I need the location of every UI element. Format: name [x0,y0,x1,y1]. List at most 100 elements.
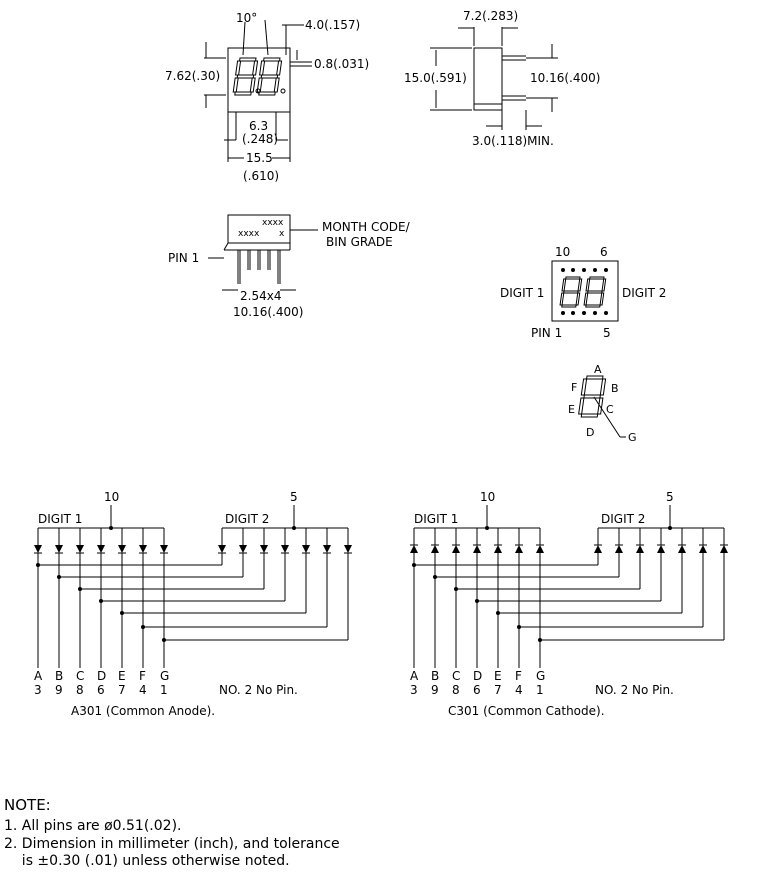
dim-digit-mm: 6.3 [249,119,268,133]
dim-left: 7.62(.30) [165,69,220,83]
pin-number: 9 [431,683,439,697]
seg-e-label: E [568,403,575,416]
seg-g-label: G [628,431,637,444]
diode-symbol [657,545,665,553]
digit2-label: DIGIT 2 [601,512,645,526]
pin-number: 6 [97,683,105,697]
diode-symbol [218,545,226,553]
segment-label: F [139,669,146,683]
diode-symbol [344,545,352,553]
pin-number: 3 [34,683,42,697]
marks-bottom: xxxx [238,229,260,239]
segment-label: G [160,669,169,683]
diode-symbol [410,545,418,553]
pin-number: 1 [160,683,168,697]
note-line-1: 1. All pins are ø0.51(.02). [4,818,182,834]
diode-symbol [139,545,147,553]
pin-number: 8 [452,683,460,697]
note-line-3: is ±0.30 (.01) unless otherwise noted. [4,853,290,869]
pin1-label: PIN 1 [168,251,199,265]
seg-f-label: F [571,381,577,394]
marks-x: x [279,229,285,239]
pin6-label: 6 [600,245,608,259]
bin-grade-label: BIN GRADE [326,235,393,249]
segment-label: F [515,669,522,683]
diode-symbol [260,545,268,553]
segment-label: E [494,669,502,683]
segment-label: D [97,669,106,683]
digit2-label: DIGIT 2 [225,512,269,526]
segment-label: A [34,669,43,683]
diode-symbol [473,545,481,553]
bottom-view: xxxx xxxx x MONTH CODE/ BIN GRADE PIN 1 … [168,214,411,319]
bottom-view-pins [237,250,281,284]
segment-label: B [431,669,439,683]
digit2-label: DIGIT 2 [622,286,666,300]
seg-a-label: A [594,363,602,376]
pin10-label: 10 [555,245,570,259]
top-view: 10° 4.0(.157) 7.62(.30) 0.8(.031) 6.3 (.… [165,11,369,183]
segment-map: A B C D E F G [568,363,637,444]
pin-number: 9 [55,683,63,697]
dim-height: 15.0(.591) [404,71,467,85]
side-view-body [473,47,503,111]
pin-number: 3 [410,683,418,697]
dim-depth: 7.2(.283) [463,9,518,23]
diode-symbol [536,545,544,553]
diode-symbol [34,545,42,553]
pin-number: 6 [473,683,481,697]
common-pin-digit2: 5 [290,490,298,504]
angle-label: 10° [236,11,257,25]
pin-number: 4 [515,683,523,697]
segment-label: C [76,669,84,683]
dim-width-mm: 15.5 [246,151,273,165]
pin1-label-pinview: PIN 1 [531,326,562,340]
diode-symbol [76,545,84,553]
pin-dots-top [561,268,608,272]
diode-symbol [323,545,331,553]
pitch-label: 2.54x4 [240,289,281,303]
pin5-label: 5 [603,326,611,340]
diode-symbol [720,545,728,553]
seg-d-label: D [586,426,594,439]
segment-label: E [118,669,126,683]
pin-dots-bottom [561,311,608,315]
dim-digit-in: (.248) [242,132,278,146]
note-title: NOTE: [4,796,51,814]
digit1-label: DIGIT 1 [500,286,544,300]
segment-label: A [410,669,419,683]
bottom-view-body [227,214,291,244]
common-pin-digit1: 10 [480,490,495,504]
dim-pin-length: 3.0(.118)MIN. [472,134,554,148]
digit1-label: DIGIT 1 [414,512,458,526]
diode-symbol [636,545,644,553]
diode-symbol [594,545,602,553]
no-pin-note: NO. 2 No Pin. [219,683,298,697]
diode-symbol [118,545,126,553]
common-pin-digit2: 5 [666,490,674,504]
pin-view-body [551,260,619,322]
dim-pin-spacing: 10.16(.400) [530,71,600,85]
segment-label: B [55,669,63,683]
digit1-label: DIGIT 1 [38,512,82,526]
diode-symbol [678,545,686,553]
pin-number: 4 [139,683,147,697]
seg-b-label: B [611,382,619,395]
diode-symbol [97,545,105,553]
pitch-total-label: 10.16(.400) [233,305,303,319]
seg-c-label: C [606,403,614,416]
dim-segment: 0.8(.031) [314,57,369,71]
schematic-caption: A301 (Common Anode). [71,704,215,718]
diode-symbol [494,545,502,553]
top-view-body [227,47,291,113]
pin-number: 1 [536,683,544,697]
diode-symbol [281,545,289,553]
side-view: 7.2(.283) 15.0(.591) 10.16(.400) 3.0(.11… [404,9,600,148]
diode-symbol [160,545,168,553]
pin-number: 7 [118,683,126,697]
diode-symbol [55,545,63,553]
dim-width-in: (.610) [243,169,279,183]
schematic-caption: C301 (Common Cathode). [448,704,605,718]
segment-label: C [452,669,460,683]
